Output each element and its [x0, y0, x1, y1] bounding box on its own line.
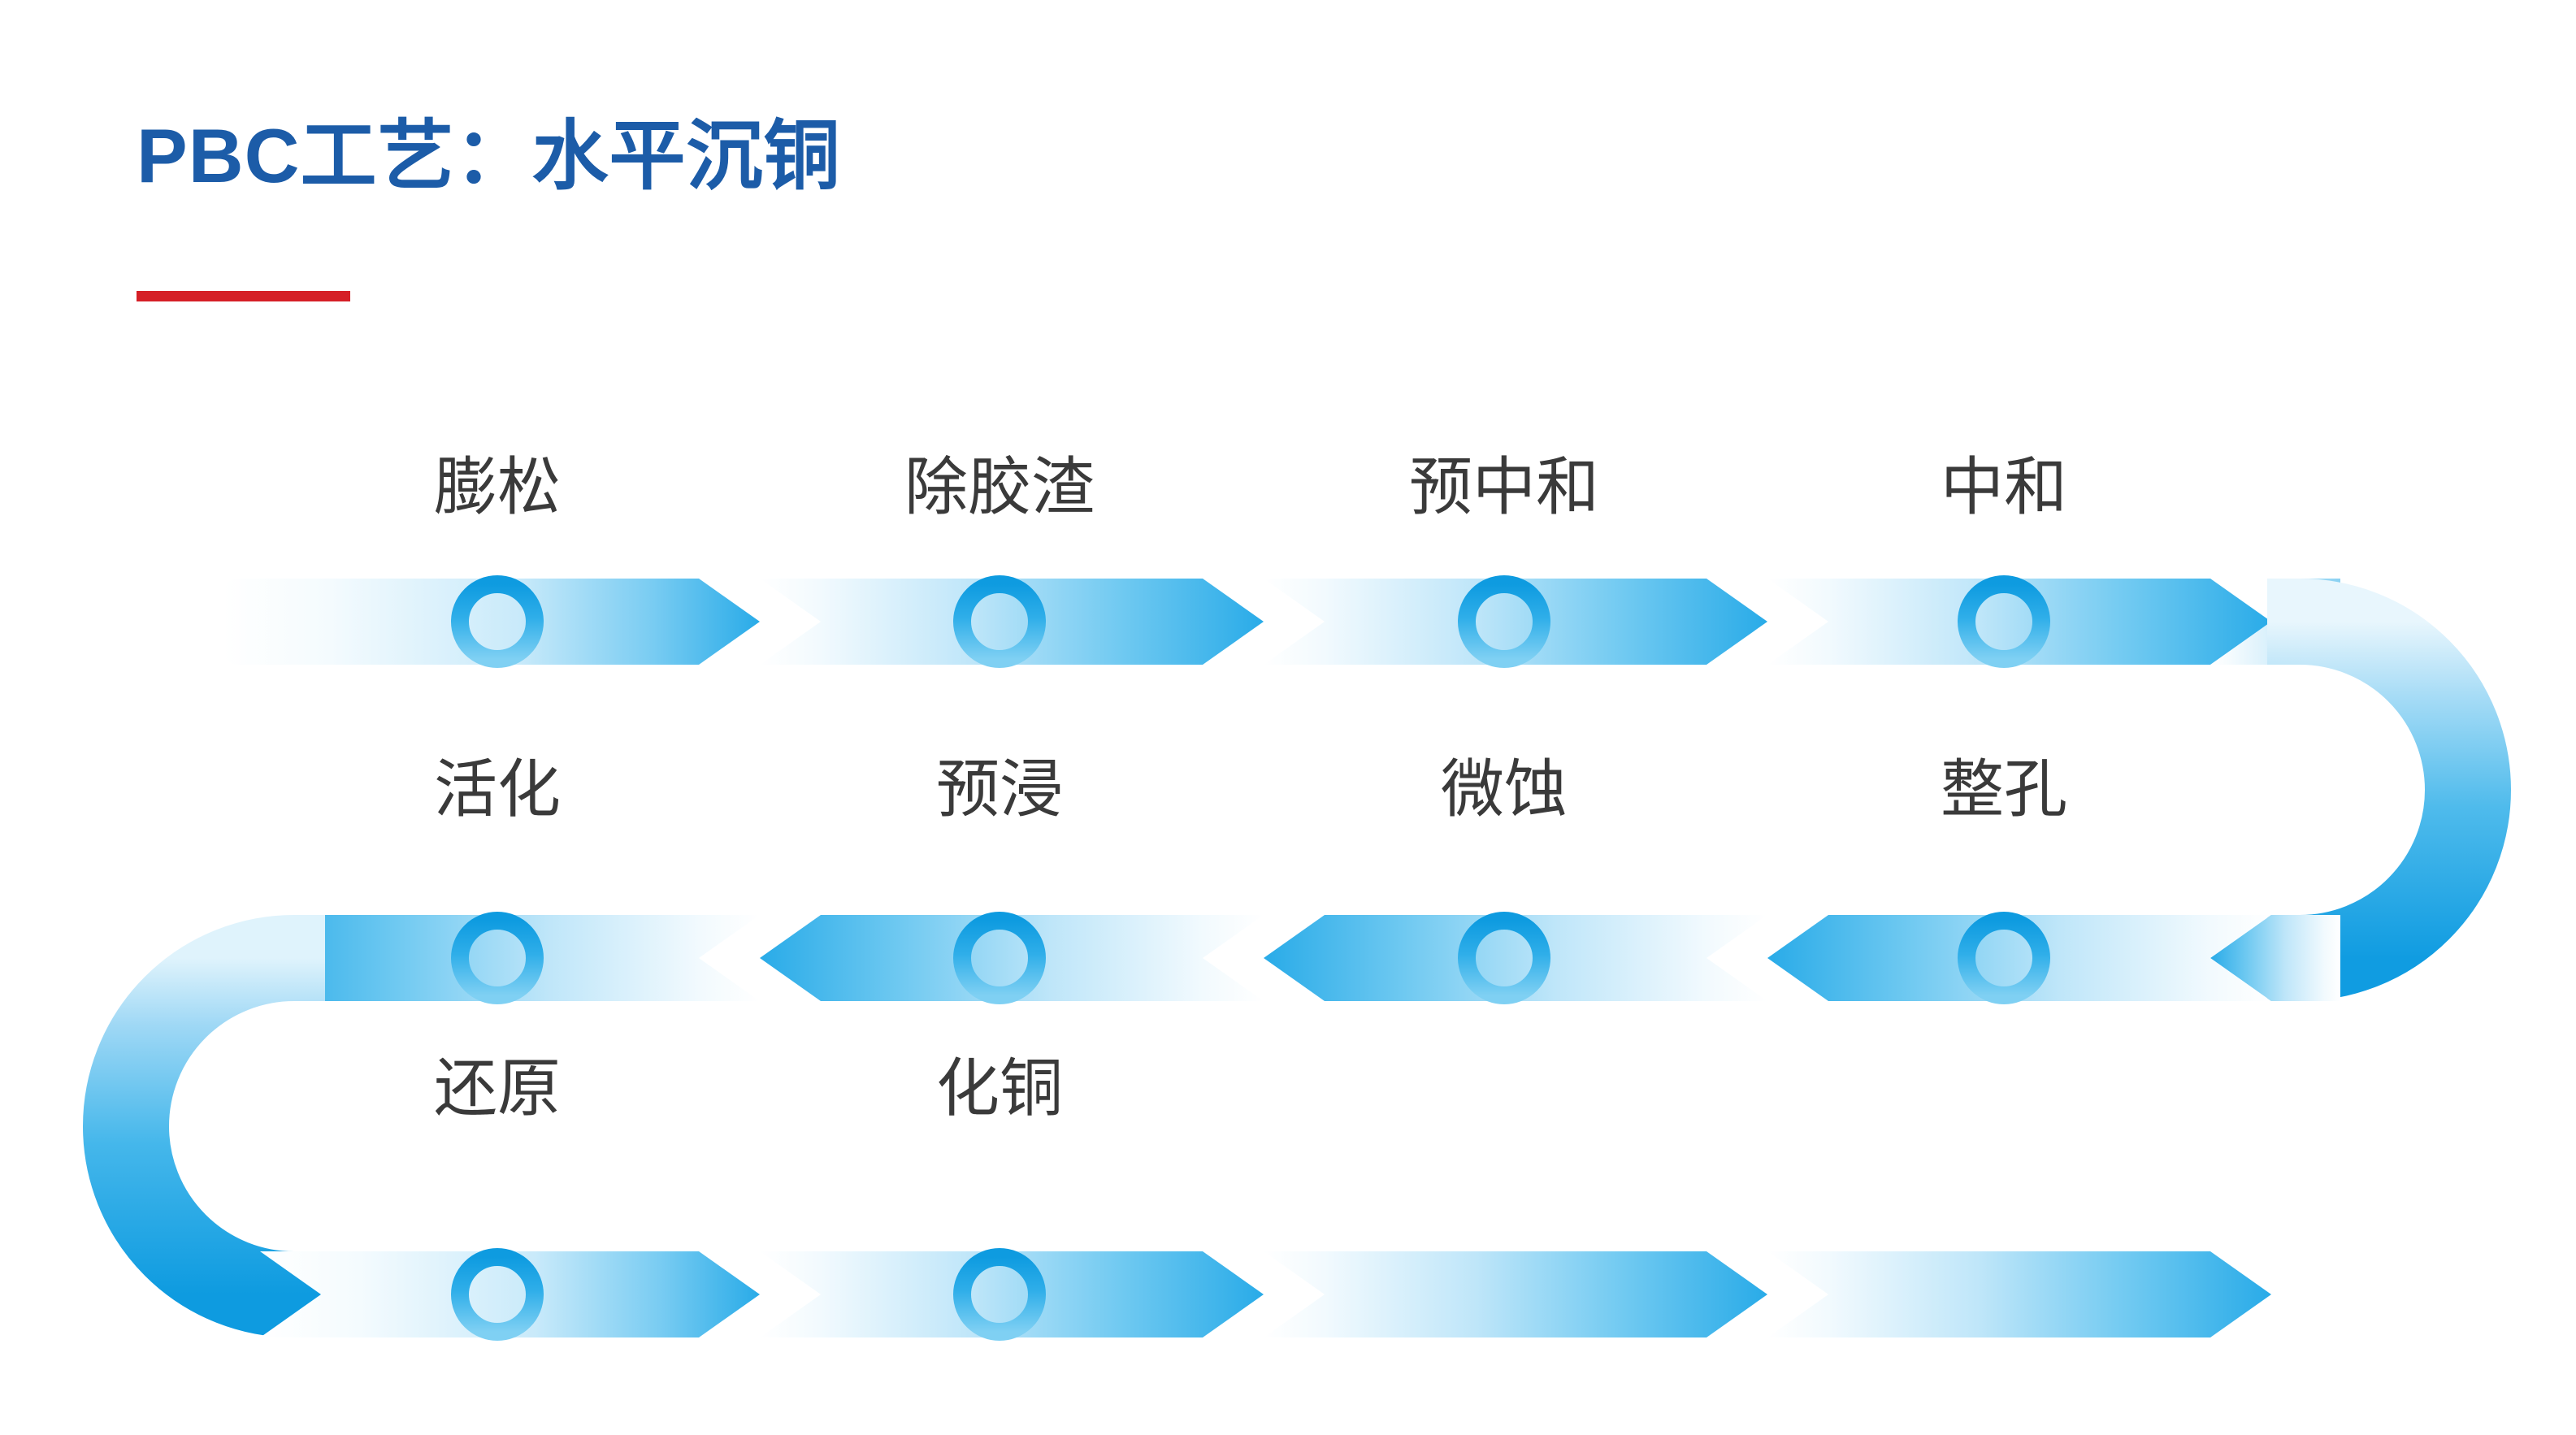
arrow-row3-seg2	[760, 1251, 1264, 1337]
arrow-row1-seg2	[760, 579, 1264, 665]
step-label-row1-3: 预中和	[1408, 451, 1600, 522]
arrow-row3-seg1	[260, 1251, 760, 1337]
arrow-row2-seg2	[1767, 915, 2271, 1001]
node-ring-row2-1[interactable]	[451, 912, 544, 1004]
node-ring-row2-2[interactable]	[953, 912, 1046, 1004]
node-ring-row1-2[interactable]	[953, 575, 1046, 668]
step-label-row3-1: 还原	[433, 1052, 562, 1124]
title-underline-rule	[137, 291, 350, 301]
step-label-row2-3: 微蚀	[1440, 753, 1568, 825]
node-ring-row3-1[interactable]	[451, 1248, 544, 1341]
step-label-row2-2: 预浸	[935, 753, 1064, 825]
arrow-row3-seg4	[1767, 1251, 2271, 1337]
flow-row-3	[260, 1251, 2271, 1337]
step-label-row2-1: 活化	[433, 753, 562, 825]
arrow-row2-seg3	[1264, 915, 1767, 1001]
connector-right-u-turn	[2267, 579, 2511, 1001]
step-label-row2-4: 整孔	[1940, 753, 2068, 825]
connector-left-u-turn	[83, 915, 325, 1337]
flow-node-rings	[451, 575, 2050, 1341]
node-ring-row2-3[interactable]	[1458, 912, 1550, 1004]
step-label-row3-2: 化铜	[935, 1052, 1064, 1124]
node-ring-row1-4[interactable]	[1958, 575, 2050, 668]
arrow-row1-seg3	[1264, 579, 1767, 665]
node-ring-row3-2[interactable]	[953, 1248, 1046, 1341]
node-ring-row1-1[interactable]	[451, 575, 544, 668]
step-label-row1-2: 除胶渣	[904, 451, 1095, 522]
arrow-row2-seg1	[2210, 915, 2340, 1001]
node-ring-row2-4[interactable]	[1958, 912, 2050, 1004]
arrow-row1-seg1	[223, 579, 760, 665]
node-ring-row1-3[interactable]	[1458, 575, 1550, 668]
arrow-row2-seg5	[256, 915, 760, 1001]
title-block: PBC工艺：水平沉铜	[137, 113, 1924, 198]
flow-row-2	[256, 915, 2340, 1001]
arrow-row2-seg4	[760, 915, 1264, 1001]
arrow-row1-seg4	[1767, 579, 2271, 665]
step-label-row1-1: 膨松	[433, 451, 562, 522]
arrow-row3-seg3	[1264, 1251, 1767, 1337]
page-title: PBC工艺：水平沉铜	[137, 113, 841, 198]
step-label-row1-4: 中和	[1940, 451, 2068, 522]
